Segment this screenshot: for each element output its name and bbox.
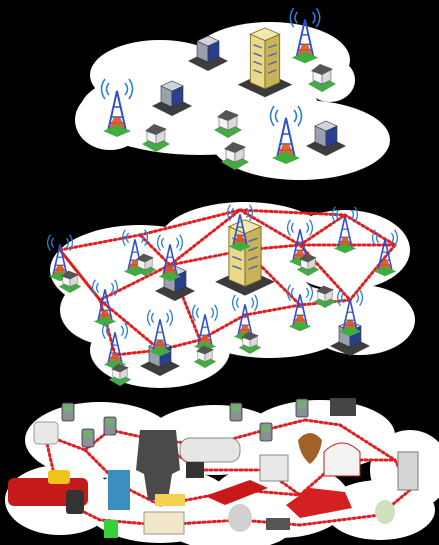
cushion-icon — [48, 470, 70, 484]
desktop-pc-icon — [259, 454, 289, 482]
hair-dryer-icon — [266, 518, 290, 530]
watch-icon — [66, 490, 84, 514]
washer-icon — [33, 421, 59, 445]
toy-icon — [155, 494, 185, 506]
vase-icon — [375, 500, 395, 524]
server-tower-icon — [397, 451, 419, 491]
cup-icon — [104, 520, 118, 538]
pda-icon — [61, 402, 75, 422]
car-red-icon — [286, 488, 352, 518]
shoe-icon — [205, 480, 268, 505]
car-white-icon — [179, 437, 241, 463]
microwave-icon — [143, 511, 185, 535]
armchair-icon — [323, 442, 361, 477]
pda-icon — [295, 398, 309, 418]
pda-icon — [259, 422, 273, 442]
pda-icon — [103, 416, 117, 436]
guitar-icon — [298, 433, 322, 464]
suit-icon — [136, 430, 180, 500]
fridge-icon — [108, 470, 130, 510]
shoes-pair-icon — [186, 462, 204, 478]
cloud-objects — [5, 400, 439, 545]
laptop-icon — [330, 398, 356, 416]
pda-icon — [229, 402, 243, 422]
bag-icon — [228, 504, 252, 532]
pda-icon — [81, 428, 95, 448]
